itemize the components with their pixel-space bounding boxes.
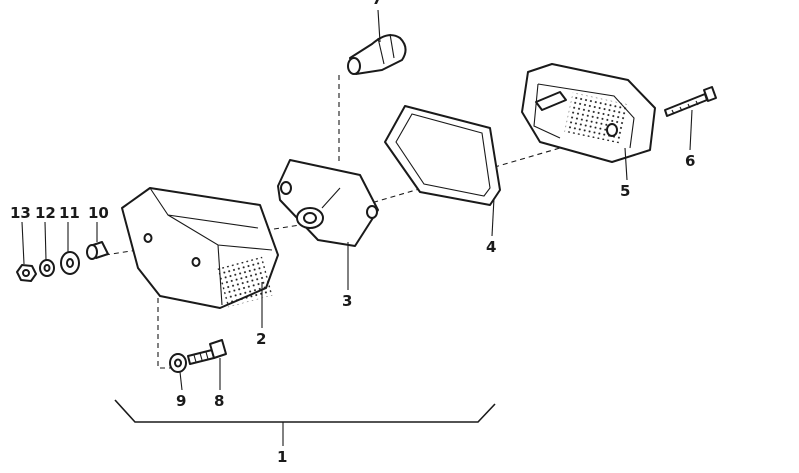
nut-13-part	[16, 264, 37, 282]
callout-10: 10	[88, 204, 109, 222]
callout-1: 1	[277, 448, 287, 466]
callout-4: 4	[486, 238, 496, 256]
gasket-part	[384, 105, 501, 206]
leader-lines	[21, 9, 693, 446]
callout-5: 5	[620, 182, 630, 200]
callout-3: 3	[342, 292, 352, 310]
spacer-10-part	[86, 241, 109, 260]
washer-12-part	[39, 259, 55, 277]
callout-7: 7	[372, 0, 382, 8]
bolt-8-part	[187, 339, 227, 365]
callout-13: 13	[10, 204, 31, 222]
lamp-housing-part	[521, 63, 656, 163]
callout-2: 2	[256, 330, 266, 348]
washer-11-part	[60, 251, 80, 275]
washer-9-part	[169, 353, 187, 373]
callout-6: 6	[685, 152, 695, 170]
callout-11: 11	[59, 204, 80, 222]
bulb-part	[347, 33, 407, 75]
lens-cover-part	[121, 187, 279, 309]
reflector-plate-part	[277, 159, 379, 247]
callout-12: 12	[35, 204, 56, 222]
callout-9: 9	[176, 392, 186, 410]
callout-8: 8	[214, 392, 224, 410]
screw-part	[664, 86, 717, 117]
callout-labels: 7 6 5 4 3 2 8 9 10 11 12 13 1	[10, 0, 695, 466]
